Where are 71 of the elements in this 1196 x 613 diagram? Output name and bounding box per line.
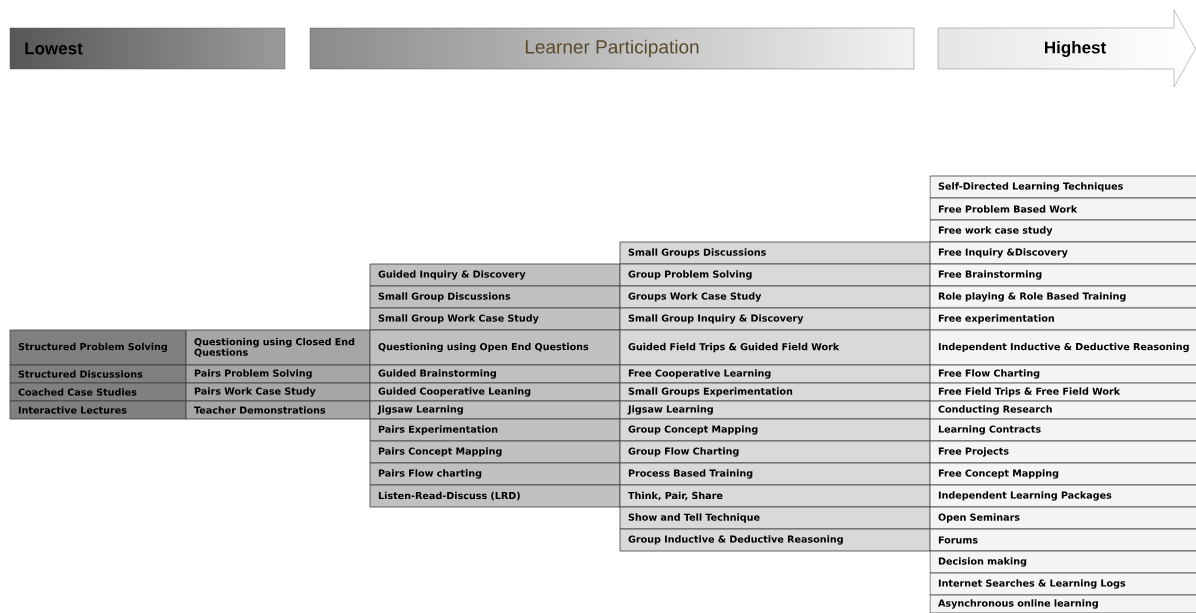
table-cell: Role playing & Role Based Training (929, 285, 1196, 309)
table-cell: Small Groups Discussions (619, 241, 931, 265)
table-cell: Structured Problem Solving (9, 329, 187, 366)
arrow-band: Highest (937, 9, 1196, 88)
table-cell: Questioning using Closed End Questions (185, 329, 371, 366)
table-cell: Small Group Work Case Study (369, 307, 621, 331)
table-cell: Asynchronous online learning (929, 594, 1196, 613)
table-cell: Questioning using Open End Questions (369, 329, 621, 366)
table-cell: Conducting Research (929, 400, 1196, 420)
table-cell: Small Groups Experimentation (619, 382, 931, 402)
table-cell: Pairs Experimentation (369, 418, 621, 442)
table-cell: Free experimentation (929, 307, 1196, 331)
table-cell: Guided Cooperative Leaning (369, 382, 621, 402)
table-cell: Jigsaw Learning (619, 400, 931, 420)
node-label: Independent Inductive & Deductive Reasoning (938, 342, 1189, 353)
table-cell: Group Problem Solving (619, 263, 931, 287)
node-label: Open Seminars (938, 513, 1020, 523)
node-label: Free experimentation (938, 314, 1054, 324)
table-cell: Group Concept Mapping (619, 418, 931, 442)
node-label: Free Concept Mapping (938, 469, 1059, 479)
node-label: Internet Searches & Learning Logs (938, 579, 1126, 589)
table-cell: Free work case study (929, 219, 1196, 243)
table-cell: Pairs Concept Mapping (369, 440, 621, 464)
table-cell: Pairs Problem Solving (185, 364, 371, 384)
table-cell: Self-Directed Learning Techniques (929, 175, 1196, 199)
table-cell: Process Based Training (619, 462, 931, 486)
table-cell: Think, Pair, Share (619, 484, 931, 508)
table-cell: Group Inductive & Deductive Reasoning (619, 528, 931, 552)
table-cell: Independent Learning Packages (929, 484, 1196, 508)
table-cell: Guided Inquiry & Discovery (369, 263, 621, 287)
table-cell: Pairs Flow charting (369, 462, 621, 486)
table-cell: Guided Brainstorming (369, 364, 621, 384)
table-cell: Learning Contracts (929, 418, 1196, 442)
table-cell: Show and Tell Technique (619, 506, 931, 530)
node-label: Forums (938, 536, 978, 544)
node-label: Free Brainstorming (938, 270, 1042, 280)
header-band: Learner Participation (309, 27, 915, 70)
table-cell: Free Cooperative Learning (619, 364, 931, 384)
table-cell: Interactive Lectures (9, 400, 187, 420)
table-cell: Free Concept Mapping (929, 462, 1196, 486)
table-cell: Free Brainstorming (929, 263, 1196, 287)
node-label: Decision making (938, 557, 1027, 567)
table-cell: Pairs Work Case Study (185, 382, 371, 402)
table-cell: Structured Discussions (9, 364, 187, 384)
table-cell: Free Flow Charting (929, 364, 1196, 384)
table-cell: Small Group Inquiry & Discovery (619, 307, 931, 331)
table-cell: Forums (929, 528, 1196, 552)
table-cell: Free Problem Based Work (929, 197, 1196, 221)
node-label: Free Projects (938, 447, 1009, 457)
node-label: Free Inquiry &Discovery (938, 248, 1068, 258)
table-cell: Independent Inductive & Deductive Reasoning (929, 329, 1196, 366)
table-cell: Teacher Demonstrations (185, 400, 371, 420)
table-cell: Listen-Read-Discuss (LRD) (369, 484, 621, 508)
table-cell: Open Seminars (929, 506, 1196, 530)
node-label: Independent Learning Packages (938, 491, 1112, 501)
node-label: Role playing & Role Based Training (938, 292, 1126, 302)
table-cell: Internet Searches & Learning Logs (929, 572, 1196, 596)
table-cell: Groups Work Case Study (619, 285, 931, 309)
node-label: Free work case study (938, 226, 1053, 236)
table-cell: Coached Case Studies (9, 382, 187, 402)
header-band: Lowest (9, 27, 286, 70)
node-label: Free Problem Based Work (938, 205, 1078, 213)
table-cell: Guided Field Trips & Guided Field Work (619, 329, 931, 366)
table-cell: Free Field Trips & Free Field Work (929, 382, 1196, 402)
table-cell: Decision making (929, 550, 1196, 574)
table-cell: Free Inquiry &Discovery (929, 241, 1196, 265)
table-cell: Small Group Discussions (369, 285, 621, 309)
table-cell: Jigsaw Learning (369, 400, 621, 420)
node-label: Self-Directed Learning Techniques (938, 182, 1123, 192)
table-cell: Free Projects (929, 440, 1196, 464)
table-cell: Group Flow Charting (619, 440, 931, 464)
